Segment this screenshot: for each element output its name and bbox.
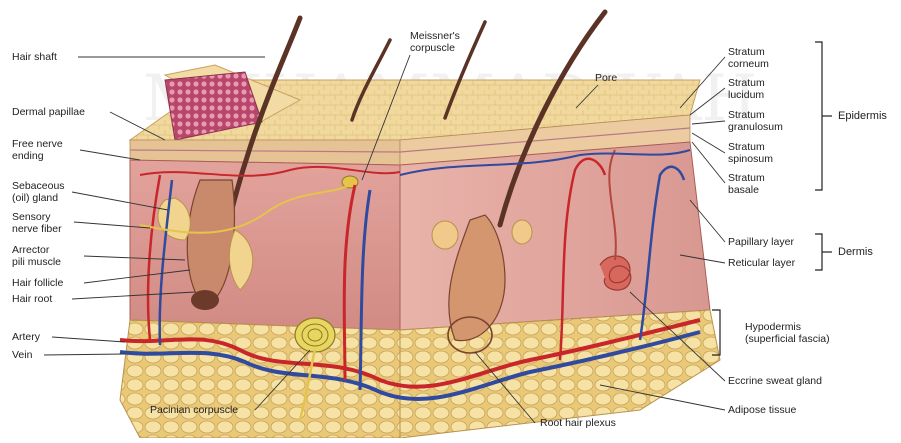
- dermis-bracket: [815, 234, 822, 270]
- label-papillary-layer: Papillary layer: [728, 236, 794, 248]
- label-root-hair-plexus: Root hair plexus: [540, 417, 616, 429]
- label-hair-follicle: Hair follicle: [12, 277, 63, 289]
- label-adipose-tissue: Adipose tissue: [728, 404, 796, 416]
- leader-artery: [52, 337, 125, 342]
- label-stratum-corneum: Stratum corneum: [728, 46, 769, 70]
- epidermis-bracket: [815, 42, 822, 190]
- label-reticular-layer: Reticular layer: [728, 257, 795, 269]
- label-hair-shaft: Hair shaft: [12, 51, 57, 63]
- sebaceous-gland-right: [432, 221, 458, 249]
- label-pacinian-corpuscle: Pacinian corpuscle: [150, 404, 238, 416]
- sebaceous-gland-right-2: [512, 220, 532, 244]
- pacinian-corpuscle-shape: [295, 318, 335, 352]
- label-arrector-pili: Arrector pili muscle: [12, 244, 61, 268]
- group-label-epidermis: Epidermis: [838, 110, 887, 122]
- label-free-nerve-ending: Free nerve ending: [12, 138, 63, 162]
- label-dermal-papillae: Dermal papillae: [12, 106, 85, 118]
- leader-stratum-basale: [692, 142, 725, 183]
- label-eccrine-sweat-gland: Eccrine sweat gland: [728, 375, 822, 387]
- label-vein: Vein: [12, 349, 32, 361]
- label-stratum-spinosum: Stratum spinosum: [728, 141, 773, 165]
- label-hair-root: Hair root: [12, 293, 52, 305]
- label-meissners-corpuscle: Meissner's corpuscle: [410, 30, 460, 54]
- label-sensory-nerve-fiber: Sensory nerve fiber: [12, 211, 62, 235]
- hair-bulb-left: [191, 290, 219, 310]
- label-artery: Artery: [12, 331, 40, 343]
- label-pore: Pore: [595, 72, 617, 84]
- hypodermis-front: [120, 320, 400, 438]
- label-stratum-lucidum: Stratum lucidum: [728, 77, 765, 101]
- label-hypodermis: Hypodermis (superficial fascia): [745, 321, 830, 345]
- leader-vein: [44, 354, 125, 355]
- label-sebaceous-gland: Sebaceous (oil) gland: [12, 180, 65, 204]
- label-stratum-granulosum: Stratum granulosum: [728, 109, 783, 133]
- label-stratum-basale: Stratum basale: [728, 172, 765, 196]
- group-label-dermis: Dermis: [838, 246, 873, 258]
- leader-stratum-spinosum: [692, 133, 725, 153]
